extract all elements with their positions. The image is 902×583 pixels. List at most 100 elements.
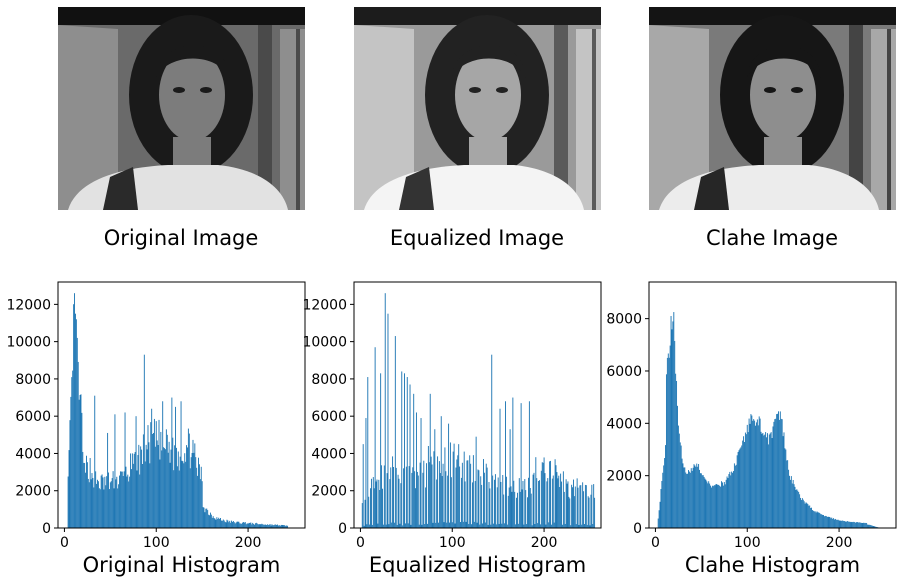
- histogram-bar: [228, 522, 230, 528]
- histogram-bar: [726, 476, 728, 528]
- histogram-bar: [742, 440, 744, 528]
- histogram-bar: [248, 522, 250, 528]
- histogram-bar: [505, 401, 506, 528]
- y-tick-label: 2000: [606, 469, 642, 485]
- histogram-bar: [105, 485, 107, 528]
- histogram-bar: [710, 487, 712, 528]
- histogram-bar: [588, 497, 590, 528]
- histogram-bar: [677, 405, 678, 528]
- histogram-bar: [130, 453, 132, 528]
- equalized-image-title: Equalized Image: [389, 226, 565, 250]
- histogram-bar: [511, 491, 513, 528]
- axes-frame: [353, 281, 602, 529]
- histogram-bar: [163, 447, 165, 528]
- y-tick-label: 2000: [311, 484, 347, 500]
- histogram-bar: [160, 431, 162, 528]
- histogram-bar: [798, 491, 800, 528]
- histogram-bar: [840, 520, 842, 528]
- histogram-bar: [154, 446, 156, 528]
- histogram-bar: [488, 482, 490, 528]
- histogram-bar: [852, 522, 854, 528]
- histogram-bar: [767, 444, 769, 528]
- histogram-bar: [876, 526, 878, 528]
- histogram-bar: [75, 319, 77, 528]
- histogram-bar: [173, 470, 175, 528]
- histogram-bar: [867, 524, 869, 528]
- histogram-bar: [561, 481, 562, 528]
- histogram-bar: [71, 377, 73, 528]
- histogram-bar: [593, 484, 595, 528]
- histogram-bar: [88, 482, 90, 528]
- histogram-bar: [860, 522, 862, 528]
- histogram-bar: [432, 522, 434, 528]
- histogram-bar: [777, 413, 779, 528]
- histogram-bar: [865, 522, 867, 528]
- histogram-bar: [813, 511, 815, 528]
- histogram-bar: [678, 433, 680, 528]
- histogram-bar: [693, 464, 695, 528]
- histogram-bar: [90, 479, 92, 528]
- histogram-bar: [421, 524, 423, 528]
- x-tick-label: 100: [143, 535, 170, 551]
- histogram-bar: [738, 450, 740, 528]
- histogram-bar: [713, 485, 715, 528]
- histogram-bar: [746, 424, 748, 528]
- histogram-bar: [97, 481, 99, 528]
- histogram-bar: [489, 488, 491, 528]
- histogram-bar: [837, 519, 839, 528]
- histogram-bar: [719, 485, 721, 528]
- histogram-bar: [825, 515, 827, 528]
- histogram-bar: [739, 448, 741, 528]
- histogram-bar: [241, 523, 243, 528]
- histogram-bar: [572, 479, 574, 528]
- histogram-bar: [514, 491, 516, 528]
- histogram-bar: [169, 462, 171, 528]
- histogram-bar: [76, 337, 78, 528]
- histogram-bar: [725, 479, 727, 528]
- histogram-bar: [433, 451, 435, 528]
- histogram-bar: [864, 523, 866, 528]
- histogram-bar: [254, 524, 255, 528]
- histogram-bar: [783, 432, 785, 528]
- histogram-bar: [478, 470, 480, 528]
- histogram-bar: [236, 521, 238, 528]
- histogram-bar: [462, 521, 464, 528]
- histogram-bar: [859, 522, 861, 528]
- histogram-bar: [687, 473, 689, 528]
- histogram-bar: [256, 523, 258, 528]
- histogram-bar: [743, 436, 745, 528]
- histogram-bar: [148, 442, 150, 528]
- histogram-bar: [564, 523, 566, 528]
- histogram-bar: [753, 419, 755, 528]
- histogram-bar: [176, 466, 178, 528]
- histogram-bar: [501, 523, 503, 528]
- histogram-bar: [460, 522, 461, 528]
- histogram-bar: [449, 442, 451, 528]
- equalized-image: [354, 7, 601, 210]
- histogram-bar: [585, 485, 587, 528]
- histogram-bar: [696, 463, 698, 528]
- histogram-bar: [512, 397, 514, 528]
- histogram-bar: [267, 525, 269, 528]
- histogram-bar: [283, 525, 285, 528]
- histogram-bar: [221, 520, 223, 528]
- histogram-bar: [731, 471, 733, 528]
- histogram-bar: [439, 473, 441, 528]
- histogram-bar: [528, 401, 530, 528]
- histogram-bar: [542, 462, 544, 528]
- histogram-bar: [201, 481, 203, 528]
- histogram-bar: [158, 419, 160, 528]
- histogram-bar: [110, 481, 112, 528]
- histogram-bar: [410, 524, 412, 528]
- histogram-bar: [824, 515, 826, 528]
- histogram-bar: [178, 470, 180, 528]
- histogram-bar: [405, 466, 407, 528]
- histogram-bar: [858, 522, 860, 528]
- histogram-bar: [574, 486, 576, 528]
- histogram-bar: [836, 519, 838, 528]
- histogram-bar: [130, 469, 132, 528]
- histogram-bar: [712, 486, 714, 528]
- histogram-bar: [102, 477, 104, 528]
- histogram-bar: [521, 489, 523, 528]
- histogram-bar: [510, 486, 512, 528]
